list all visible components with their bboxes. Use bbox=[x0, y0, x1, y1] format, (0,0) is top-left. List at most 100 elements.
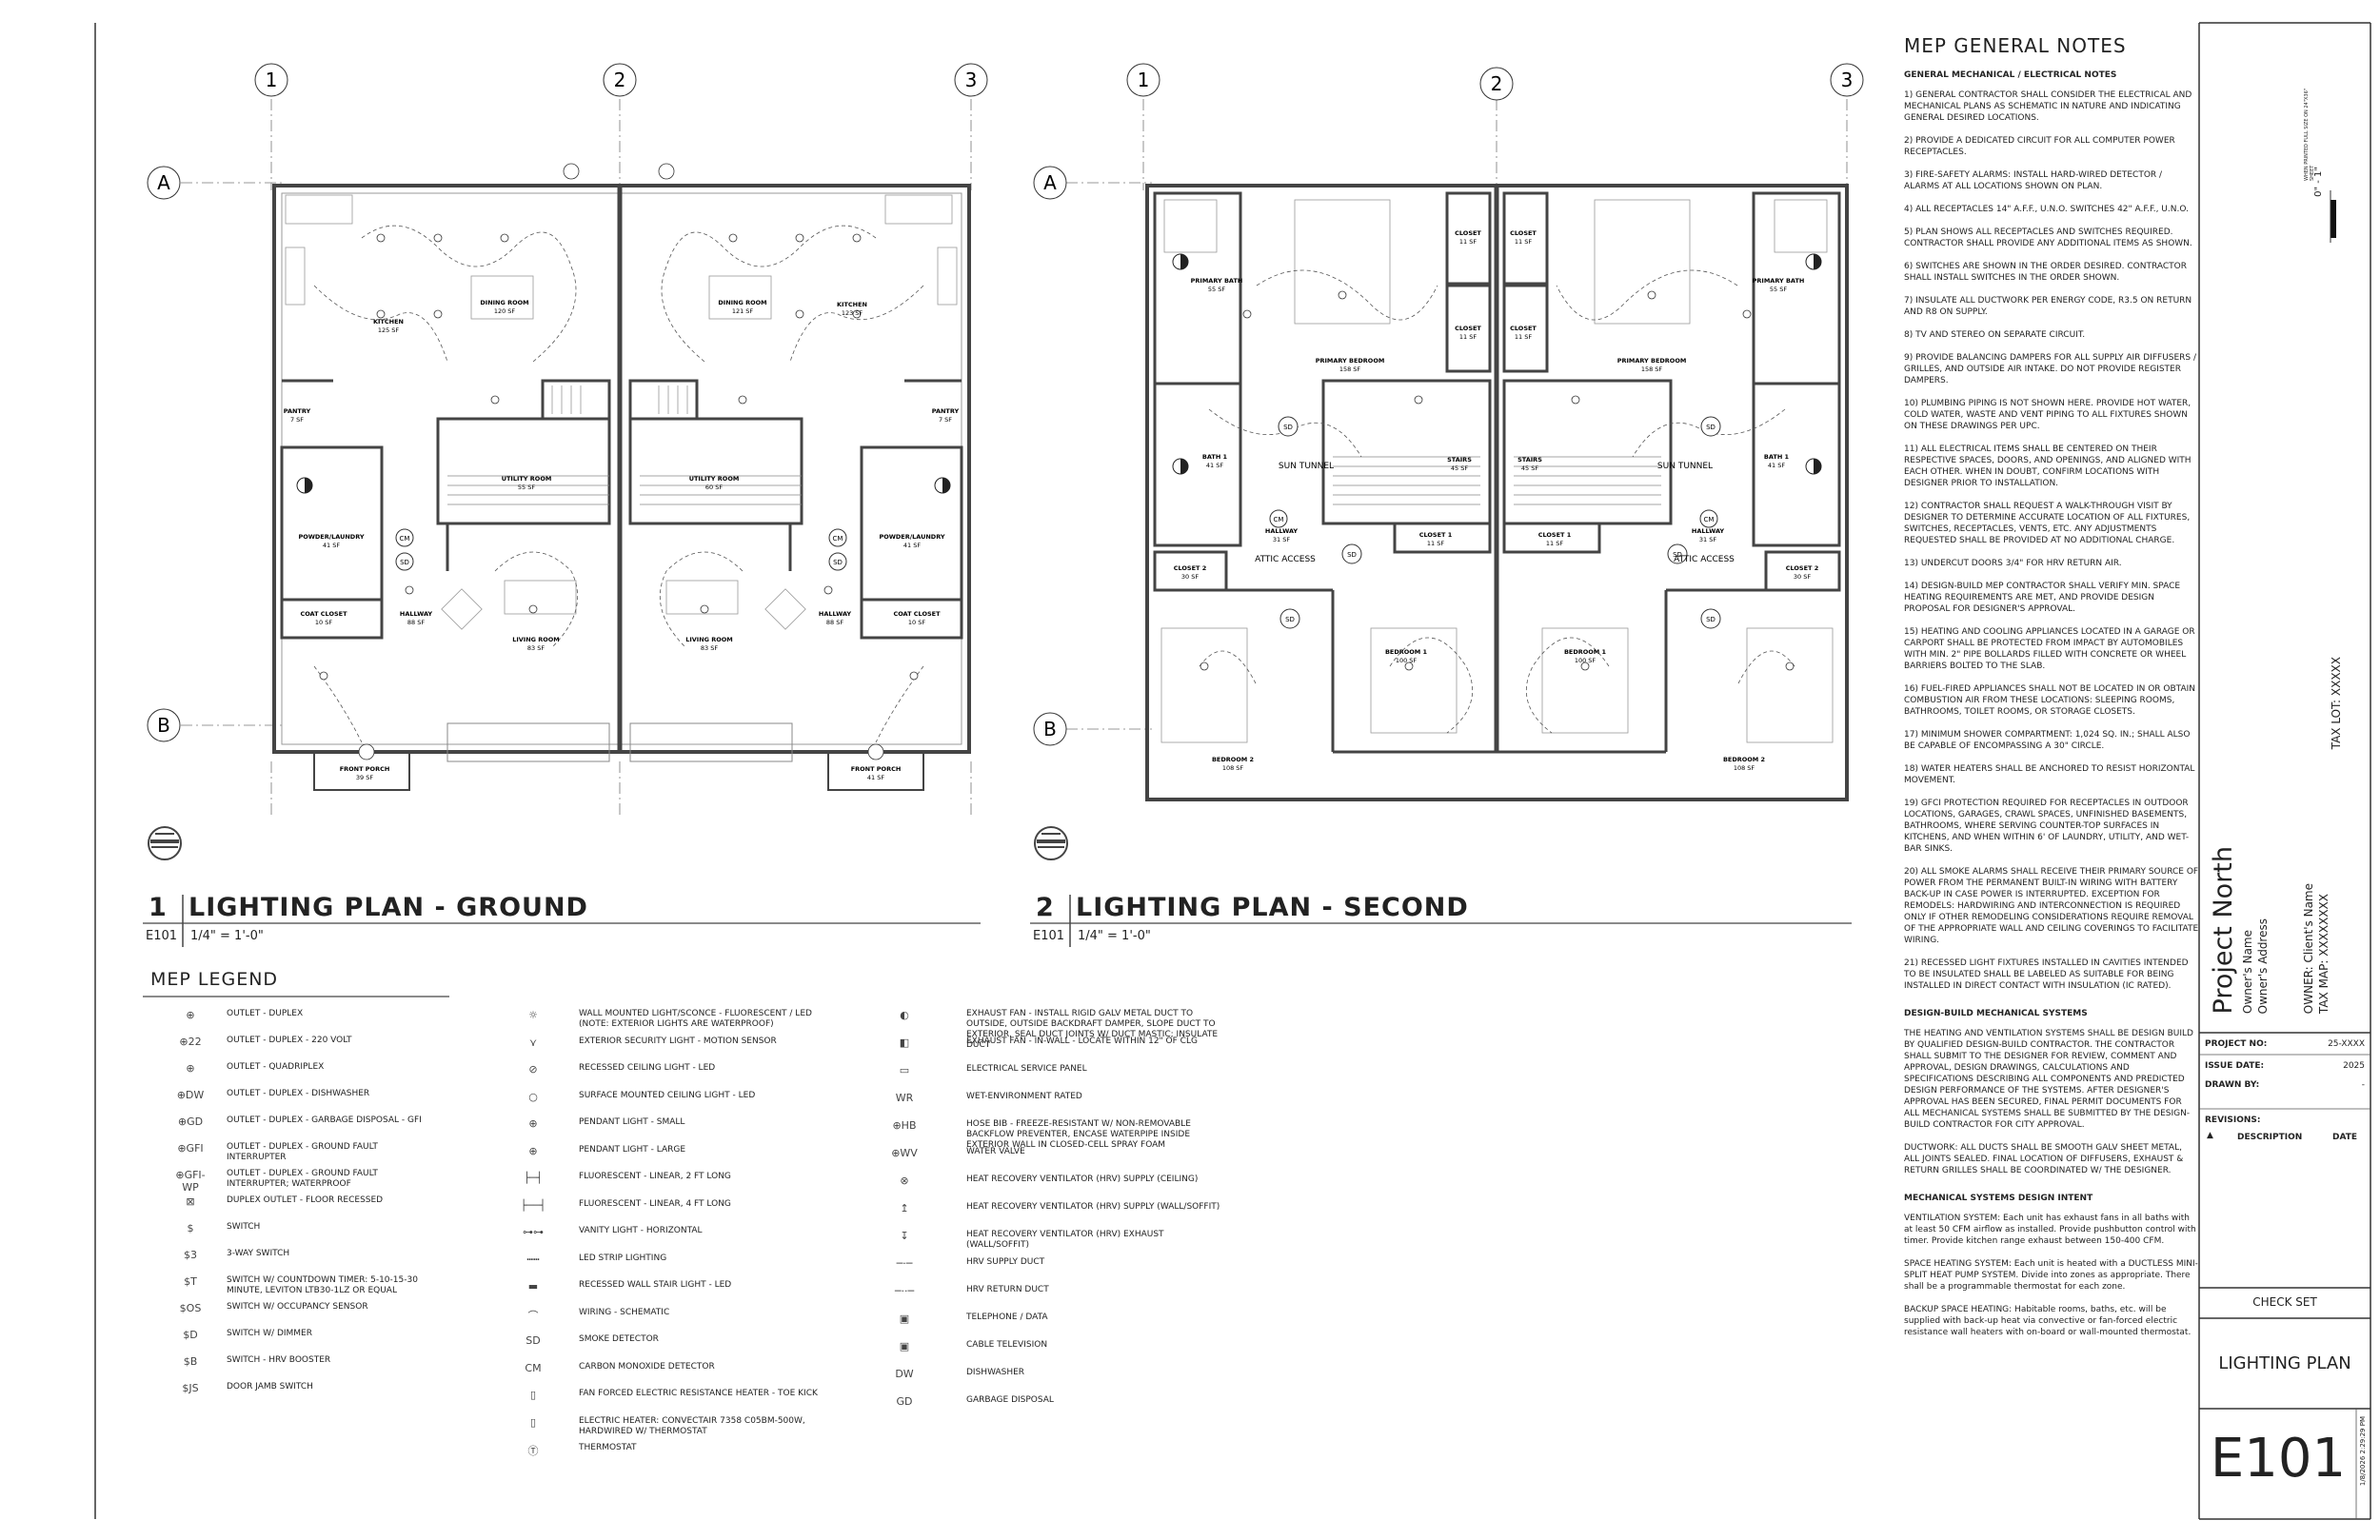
room-area: 60 SF bbox=[705, 484, 723, 491]
svg-text:CLOSET: CLOSET bbox=[1510, 229, 1537, 237]
legend-symbol-icon: ⊘ bbox=[528, 1063, 538, 1076]
scale-bar-label: 0" - 1" bbox=[2313, 167, 2324, 197]
svg-text:BEDROOM 1: BEDROOM 1 bbox=[1385, 648, 1428, 656]
legend-label: OUTLET - DUPLEX bbox=[227, 1009, 304, 1018]
svg-text:45 SF: 45 SF bbox=[1451, 464, 1468, 472]
room-area: 41 SF bbox=[867, 774, 884, 781]
svg-text:2: 2 bbox=[1491, 72, 1503, 95]
room-area: 120 SF bbox=[494, 307, 516, 315]
room-label: UTILITY ROOM bbox=[502, 475, 552, 483]
note-item: 11) ALL ELECTRICAL ITEMS SHALL BE CENTER… bbox=[1904, 444, 2192, 488]
plan-1-stairs bbox=[447, 385, 802, 505]
svg-text:3: 3 bbox=[965, 69, 978, 91]
note-item: 21) RECESSED LIGHT FIXTURES INSTALLED IN… bbox=[1904, 958, 2189, 991]
room-label: LIVING ROOM bbox=[685, 636, 733, 643]
room-area: 7 SF bbox=[939, 416, 952, 424]
room-label: DINING ROOM bbox=[480, 299, 528, 306]
svg-text:SUN TUNNEL: SUN TUNNEL bbox=[1657, 462, 1713, 471]
grid-bubbles-plan-1 bbox=[147, 63, 988, 742]
tax-map: TAX MAP: XXXXXXXX bbox=[2317, 893, 2330, 1014]
legend-label: DISHWASHER bbox=[966, 1368, 1025, 1377]
note-item: 19) GFCI PROTECTION REQUIRED FOR RECEPTA… bbox=[1904, 799, 2190, 854]
tax-lot: TAX LOT: XXXXX bbox=[2330, 657, 2343, 750]
svg-text:ATTIC ACCESS: ATTIC ACCESS bbox=[1674, 555, 1735, 564]
plan-2-exhaust-fans bbox=[1172, 253, 1822, 475]
svg-text:A: A bbox=[1043, 171, 1057, 194]
north-arrow-icon bbox=[148, 826, 182, 860]
svg-text:CLOSET 2: CLOSET 2 bbox=[1174, 564, 1207, 572]
legend-label: OUTLET - DUPLEX - GARBAGE DISPOSAL - GFI bbox=[227, 1116, 422, 1125]
note-item: 7) INSULATE ALL DUCTWORK PER ENERGY CODE… bbox=[1904, 296, 2192, 317]
svg-text:HALLWAY: HALLWAY bbox=[1265, 527, 1299, 535]
svg-text:CLOSET 1: CLOSET 1 bbox=[1538, 531, 1572, 539]
svg-text:41 SF: 41 SF bbox=[1768, 462, 1785, 469]
svg-text:CLOSET 2: CLOSET 2 bbox=[1786, 564, 1819, 572]
room-label: FRONT PORCH bbox=[851, 765, 902, 773]
legend-label: ELECTRIC HEATER: CONVECTAIR 7358 C05BM-5… bbox=[579, 1415, 805, 1436]
legend-label: OUTLET - QUADRIPLEX bbox=[227, 1062, 325, 1072]
revision-date-header: DATE bbox=[2332, 1133, 2358, 1142]
legend-symbol-icon: ⊕ bbox=[186, 1009, 195, 1021]
mep-general-notes: GENERAL MECHANICAL / ELECTRICAL NOTES 1)… bbox=[1904, 70, 2199, 1350]
project-block: Project North Owner's Name Owner's Addre… bbox=[2209, 823, 2351, 1014]
svg-text:CM: CM bbox=[1274, 516, 1284, 523]
legend-symbol-icon: GD bbox=[896, 1395, 913, 1408]
svg-text:55 SF: 55 SF bbox=[1208, 286, 1225, 293]
legend-label: THERMOSTAT bbox=[579, 1443, 637, 1452]
legend-symbol-icon: $OS bbox=[179, 1302, 202, 1314]
legend-symbol-icon: $D bbox=[183, 1329, 198, 1341]
note-item: 15) HEATING AND COOLING APPLIANCES LOCAT… bbox=[1904, 627, 2195, 671]
svg-text:BEDROOM 2: BEDROOM 2 bbox=[1212, 756, 1254, 763]
plan-1-grid-labels: 1 2 3 A B bbox=[157, 69, 977, 737]
svg-text:11 SF: 11 SF bbox=[1515, 333, 1532, 341]
legend-label: SWITCH bbox=[227, 1222, 261, 1232]
plan-2-detectors: SD SD CM CM SD SD SD SD bbox=[1269, 416, 1721, 629]
svg-text:B: B bbox=[157, 714, 170, 737]
legend-symbol-icon: ⊕DW bbox=[176, 1089, 205, 1101]
svg-text:45 SF: 45 SF bbox=[1521, 464, 1538, 472]
room-area: 41 SF bbox=[903, 542, 921, 549]
room-label: DINING ROOM bbox=[718, 299, 766, 306]
plan-1-fixtures bbox=[319, 163, 919, 760]
note-item: 6) SWITCHES ARE SHOWN IN THE ORDER DESIR… bbox=[1904, 262, 2187, 283]
svg-text:STAIRS: STAIRS bbox=[1517, 456, 1542, 464]
svg-text:30 SF: 30 SF bbox=[1181, 573, 1199, 581]
design-build-heading: DESIGN-BUILD MECHANICAL SYSTEMS bbox=[1904, 1009, 2088, 1018]
revisions-label: REVISIONS: bbox=[2205, 1116, 2261, 1125]
plan-1-room-labels: KITCHEN 125 SF DINING ROOM 120 SF DINING… bbox=[284, 299, 960, 781]
legend-label: OUTLET - DUPLEX - 220 VOLT bbox=[227, 1036, 352, 1045]
legend-symbol-icon: ⊕GFI bbox=[177, 1142, 204, 1155]
room-label: PANTRY bbox=[932, 407, 960, 415]
note-item: 5) PLAN SHOWS ALL RECEPTACLES AND SWITCH… bbox=[1904, 227, 2192, 248]
legend-symbol-icon: ▯ bbox=[529, 1389, 537, 1401]
legend-label: WIRING - SCHEMATIC bbox=[579, 1307, 670, 1317]
svg-text:SD: SD bbox=[1706, 616, 1716, 623]
svg-text:11 SF: 11 SF bbox=[1546, 540, 1563, 547]
note-item: 1) GENERAL CONTRACTOR SHALL CONSIDER THE… bbox=[1904, 90, 2192, 123]
owner-name: Owner's Name bbox=[2241, 930, 2254, 1014]
room-area: 83 SF bbox=[527, 644, 545, 652]
room-label: HALLWAY bbox=[819, 610, 852, 618]
svg-text:BEDROOM 1: BEDROOM 1 bbox=[1564, 648, 1607, 656]
svg-text:CM: CM bbox=[833, 535, 843, 543]
legend-symbol-icon: ▯ bbox=[529, 1415, 537, 1429]
note-item: DUCTWORK: ALL DUCTS SHALL BE SMOOTH GALV… bbox=[1904, 1143, 2184, 1175]
svg-text:HALLWAY: HALLWAY bbox=[1692, 527, 1725, 535]
room-label: HALLWAY bbox=[400, 610, 433, 618]
north-arrow-icon bbox=[1034, 826, 1068, 860]
note-item: THE HEATING AND VENTILATION SYSTEMS SHAL… bbox=[1904, 1029, 2193, 1130]
svg-text:PRIMARY BEDROOM: PRIMARY BEDROOM bbox=[1316, 357, 1385, 365]
legend-symbol-icon: DW bbox=[895, 1368, 914, 1380]
legend-label: WATER VALVE bbox=[966, 1147, 1025, 1156]
plan-2-sheet: E101 bbox=[1033, 929, 1065, 943]
legend-label: FLUORESCENT - LINEAR, 2 FT LONG bbox=[579, 1172, 731, 1181]
legend-symbol-icon: ⊕ bbox=[186, 1062, 195, 1075]
svg-text:CM: CM bbox=[400, 535, 410, 543]
legend-label: LED STRIP LIGHTING bbox=[579, 1253, 667, 1263]
revision-delta-icon: ▲ bbox=[2207, 1131, 2213, 1140]
grid-lines-plan-2 bbox=[1066, 99, 1848, 730]
legend-label: FAN FORCED ELECTRIC RESISTANCE HEATER - … bbox=[579, 1389, 818, 1398]
legend-symbol-icon: WR bbox=[895, 1092, 914, 1104]
